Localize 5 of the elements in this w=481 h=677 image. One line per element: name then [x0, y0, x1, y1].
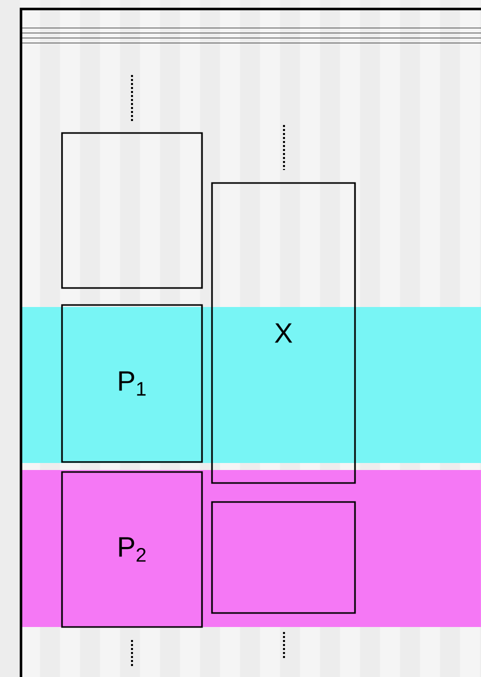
labelled-box: X	[211, 182, 356, 484]
labelled-box: P$_{2}$	[61, 471, 203, 628]
labelled-box: P$_{1}$	[61, 304, 203, 463]
empty-box	[211, 501, 356, 614]
empty-box	[61, 132, 203, 289]
